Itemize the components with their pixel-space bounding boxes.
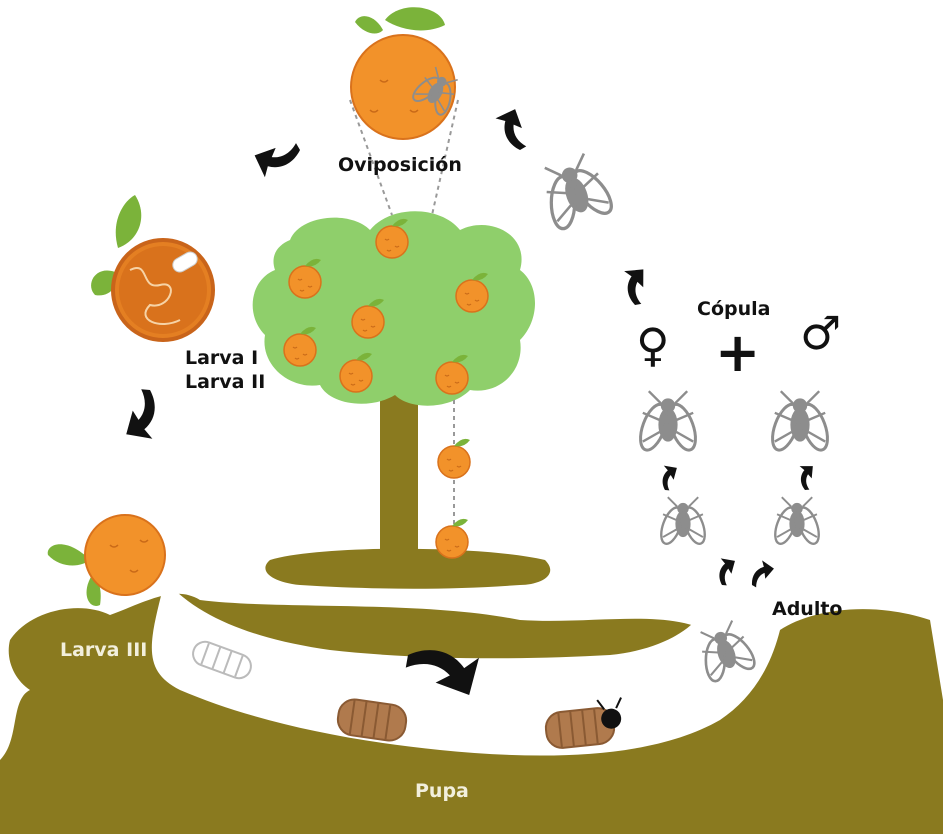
- adult-label: Adulto: [772, 597, 842, 621]
- female-symbol: ♀: [636, 322, 670, 368]
- larva2-label: Larva II: [185, 370, 265, 394]
- pupa-label: Pupa: [415, 779, 469, 803]
- larva3-fruit: [48, 515, 165, 606]
- plus-symbol: +: [715, 326, 760, 380]
- oviposition-label: Oviposición: [338, 153, 462, 177]
- copula-label: Cópula: [697, 297, 770, 321]
- larva-fruit-section: [91, 195, 213, 340]
- larva1-label: Larva I: [185, 346, 258, 370]
- fly-icon: [531, 149, 833, 547]
- oviposition-fruit: [350, 7, 466, 215]
- male-symbol: ♂: [800, 310, 841, 356]
- orange-tree: [253, 211, 535, 558]
- larva3-label: Larva III: [60, 638, 147, 662]
